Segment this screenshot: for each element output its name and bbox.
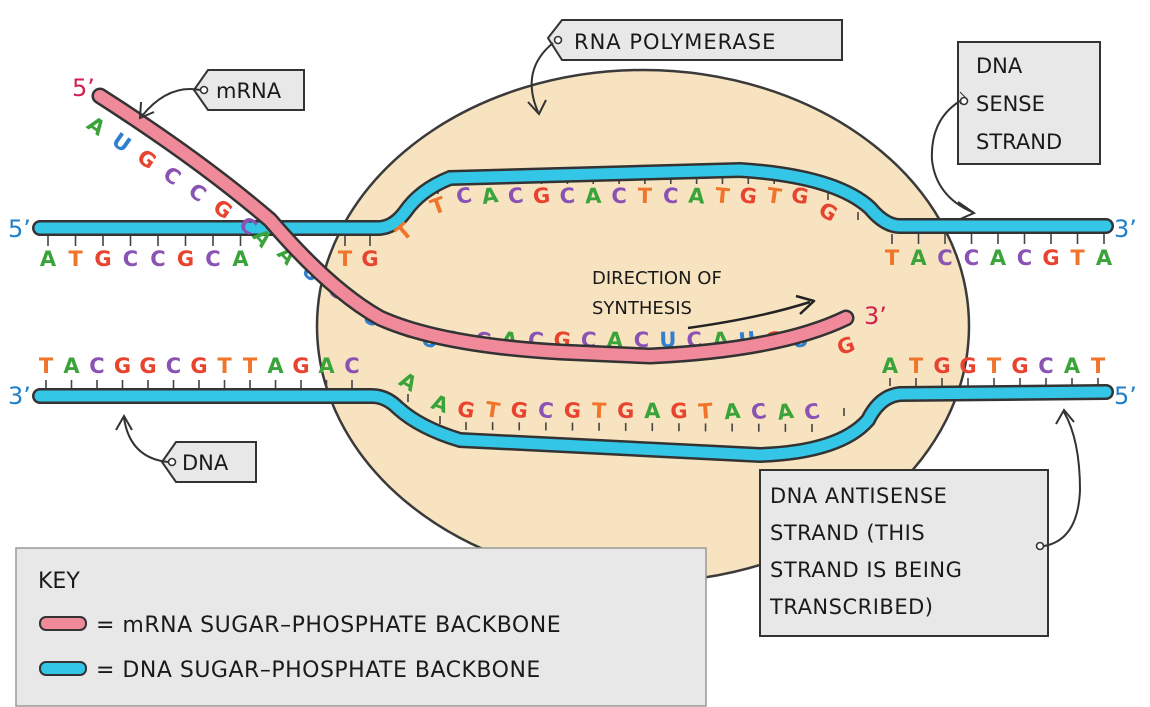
mrna-base: G <box>133 145 161 175</box>
sense-base: T <box>68 247 83 271</box>
antisense-base: G <box>292 354 309 378</box>
sense-base: G <box>532 183 551 209</box>
dna-sense-strand-tag: DNA SENSE STRAND <box>932 42 1100 220</box>
antisense-5-prime-label: 5’ <box>1114 382 1137 410</box>
sense-base: G <box>361 247 378 271</box>
sense-base: C <box>611 184 627 208</box>
mrna-base: C <box>184 178 210 207</box>
mrna-3-prime-label: 3’ <box>864 302 887 330</box>
antisense-base: A <box>318 354 335 378</box>
antisense-base: G <box>933 354 950 378</box>
antisense-base: G <box>509 397 529 423</box>
antisense-base: T <box>591 398 607 423</box>
dna-antisense-label-line-1: DNA ANTISENSE <box>770 484 947 508</box>
sense-base: C <box>205 247 220 271</box>
key-box: KEY = mRNA SUGAR–PHOSPHATE BACKBONE = DN… <box>16 548 706 706</box>
sense-base: T <box>1070 246 1085 270</box>
antisense-base: A <box>723 399 742 424</box>
sense-base: A <box>910 246 927 270</box>
sense-base: A <box>585 184 603 209</box>
antisense-base: A <box>644 399 661 423</box>
antisense-base: G <box>1011 354 1028 378</box>
direction-label-line-1: DIRECTION OF <box>592 268 722 289</box>
sense-base: A <box>990 246 1007 270</box>
sense-base: A <box>40 247 57 271</box>
antisense-base: T <box>909 354 924 378</box>
sense-base: C <box>559 184 576 209</box>
antisense-base: T <box>987 354 1002 378</box>
sense-base: C <box>123 247 138 271</box>
sense-base: C <box>937 246 952 270</box>
antisense-base: T <box>243 354 258 378</box>
antisense-base: A <box>267 354 284 378</box>
dna-sense-label-line-1: DNA <box>976 54 1023 78</box>
antisense-base: A <box>1064 354 1081 378</box>
sense-base: G <box>738 183 758 209</box>
antisense-base: G <box>190 354 207 378</box>
direction-label-line-2: SYNTHESIS <box>592 298 692 319</box>
antisense-base: T <box>698 399 715 424</box>
dna-antisense-label-line-3: STRAND IS BEING <box>770 558 962 582</box>
antisense-base: G <box>670 399 688 424</box>
sense-base: T <box>638 184 653 208</box>
sense-3-prime-label: 3’ <box>1114 215 1137 243</box>
sense-base: A <box>232 247 249 271</box>
sense-base: G <box>177 247 194 271</box>
mrna-base: A <box>82 112 110 141</box>
dna-sense-label-line-2: SENSE <box>976 92 1045 116</box>
key-dna-label: = DNA SUGAR–PHOSPHATE BACKBONE <box>96 658 541 683</box>
antisense-base: C <box>89 354 104 378</box>
antisense-base: T <box>217 354 232 378</box>
antisense-base: C <box>750 399 768 425</box>
mrna-backbone-swatch <box>40 617 86 630</box>
antisense-base: A <box>63 354 80 378</box>
sense-base: C <box>964 246 979 270</box>
sense-base: C <box>1017 246 1032 270</box>
mrna-tag-label: mRNA <box>216 79 282 103</box>
mrna-base: C <box>159 162 185 191</box>
dna-tag: DNA <box>116 416 256 482</box>
antisense-base: C <box>1038 354 1053 378</box>
antisense-base: C <box>344 354 359 378</box>
antisense-base: G <box>617 399 635 423</box>
antisense-base: C <box>537 398 555 423</box>
sense-base: G <box>94 247 111 271</box>
dna-backbone-swatch <box>40 662 86 675</box>
antisense-base: G <box>139 354 156 378</box>
dna-antisense-label-line-4: TRANSCRIBED) <box>769 595 933 619</box>
sense-base: A <box>688 183 707 208</box>
rna-polymerase-label: RNA POLYMERASE <box>574 30 776 54</box>
key-mrna-label: = mRNA SUGAR–PHOSPHATE BACKBONE <box>96 613 561 638</box>
antisense-base: T <box>1091 354 1106 378</box>
sense-base: T <box>885 246 900 270</box>
antisense-base: G <box>563 398 582 423</box>
dna-sense-label-line-3: STRAND <box>976 130 1062 154</box>
antisense-base: T <box>39 354 54 378</box>
key-title: KEY <box>38 569 80 594</box>
sense-base: C <box>663 184 679 209</box>
sense-5-prime-label: 5’ <box>8 215 31 243</box>
sense-base: T <box>338 247 353 271</box>
sense-base: C <box>507 183 525 209</box>
dna-antisense-label-line-2: STRAND (THIS <box>770 521 925 545</box>
antisense-base: G <box>114 354 131 378</box>
mrna-5-prime-label: 5’ <box>72 74 95 102</box>
sense-base: T <box>714 183 731 208</box>
sense-base: C <box>150 247 165 271</box>
mrna-tag: mRNA <box>140 70 304 118</box>
dna-tag-label: DNA <box>182 451 229 475</box>
mrna-base: U <box>107 128 135 157</box>
antisense-base: C <box>166 354 181 378</box>
antisense-base: G <box>959 354 976 378</box>
sense-base: A <box>1096 246 1113 270</box>
sense-base: G <box>1042 246 1059 270</box>
antisense-3-prime-label: 3’ <box>8 382 31 410</box>
antisense-base: A <box>882 354 899 378</box>
